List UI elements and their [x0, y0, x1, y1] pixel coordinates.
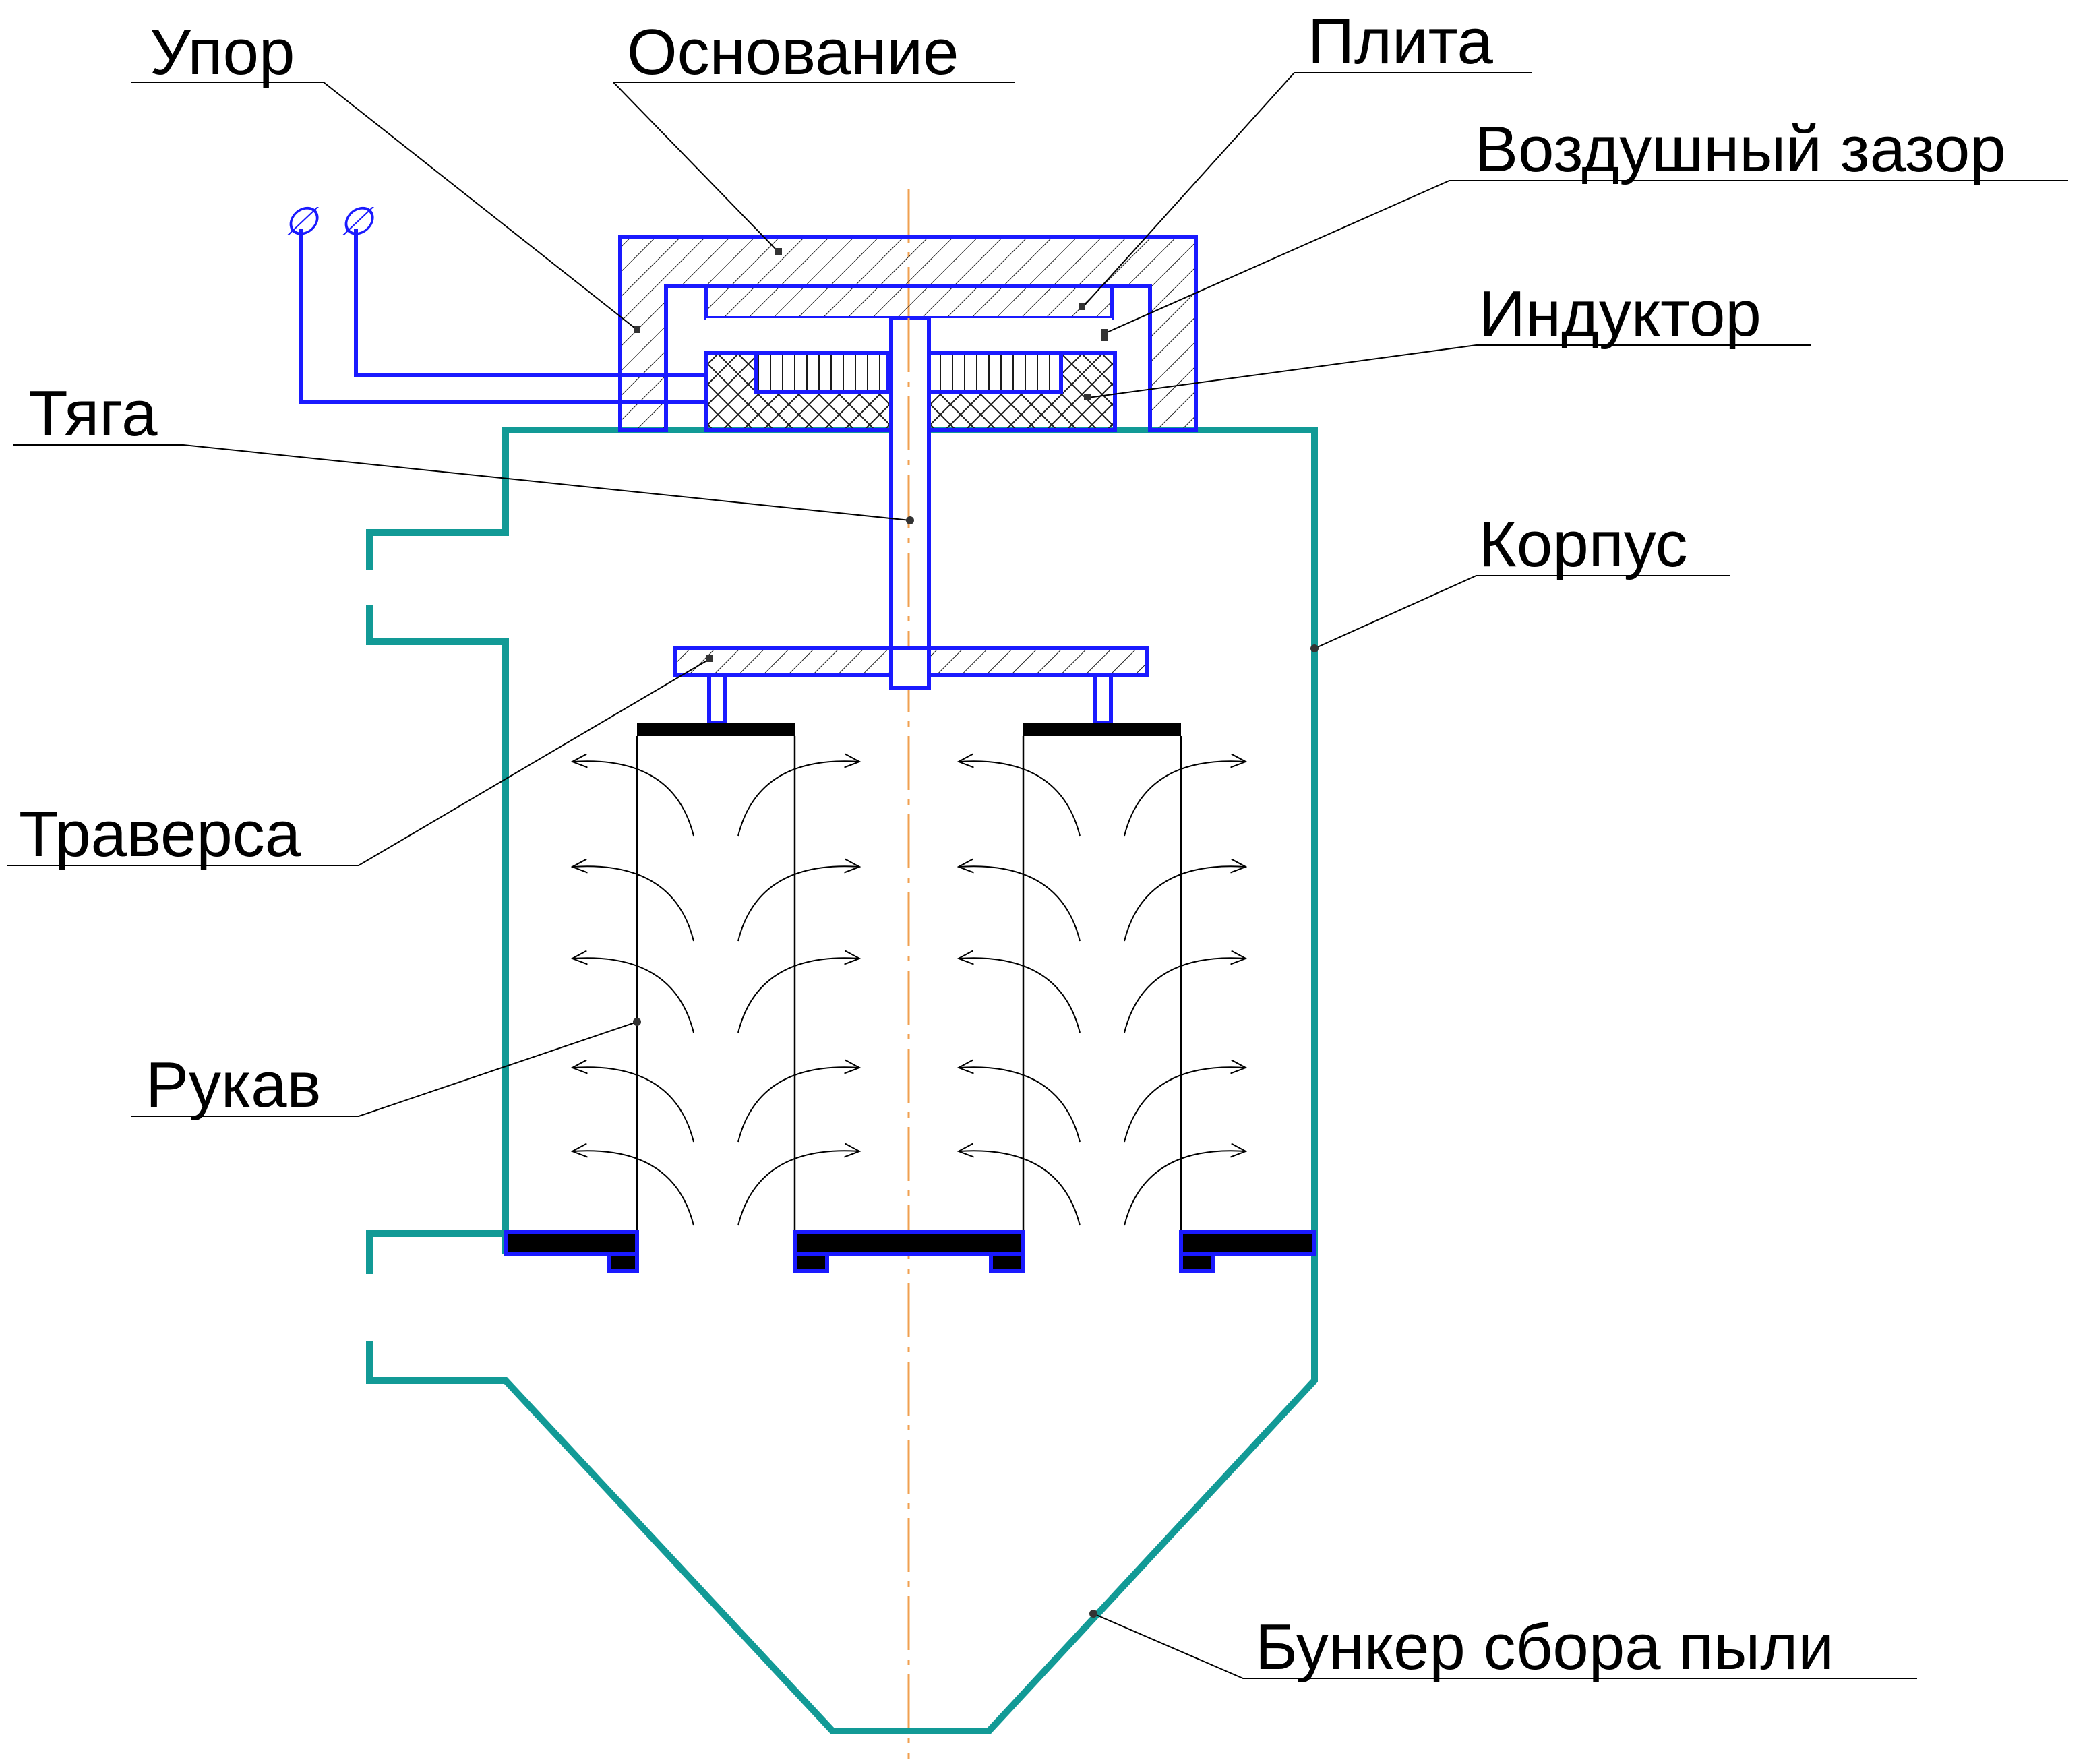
airflow-arrow: [572, 958, 694, 1033]
airflow-arrow: [737, 958, 859, 1033]
airflow-arrow: [1124, 761, 1246, 837]
tube-sheet-lug-2: [793, 1252, 829, 1273]
airflow-arrow: [737, 1151, 859, 1226]
label-upor: Упор: [150, 16, 295, 88]
airflow-arrow: [737, 1067, 859, 1143]
dot-traversa: [706, 655, 713, 662]
electromagnet-assembly: [299, 229, 1198, 725]
airflow-arrow: [1124, 958, 1246, 1033]
airflow-arrows: [572, 761, 1246, 1226]
leader-osnovanie-2: [613, 82, 779, 253]
airflow-arrow: [959, 1151, 1081, 1226]
housing-body: [366, 427, 1318, 1734]
tube-sheet-center: [793, 1230, 1025, 1256]
airflow-arrow: [1124, 866, 1246, 942]
leader-upor: [131, 82, 638, 331]
label-induktor: Индуктор: [1479, 278, 1761, 350]
leader-tyaga: [13, 444, 911, 521]
leader-rukav: [131, 1021, 638, 1117]
label-tyaga: Тяга: [28, 377, 158, 450]
dot-induktor-2: [1101, 334, 1108, 341]
traverse-hub: [889, 646, 931, 690]
hanger-right: [1093, 673, 1113, 725]
leader-zazor-2: [1105, 180, 1450, 334]
dot-induktor: [1084, 394, 1091, 400]
airflow-arrow: [959, 866, 1081, 942]
leader-bunker: [1093, 1613, 1917, 1679]
airflow-arrow: [572, 1151, 694, 1226]
magnetic-plate: [704, 284, 1114, 320]
leader-lines: [7, 72, 2068, 1679]
inductor-coil-right-winding: [931, 355, 1059, 390]
dot-tyaga: [906, 516, 914, 524]
airflow-arrow: [1124, 1067, 1246, 1143]
airflow-arrow: [737, 761, 859, 837]
sleeve-right-cap: [1023, 723, 1181, 736]
tube-sheet-lug-3: [989, 1252, 1025, 1273]
airflow-arrow: [959, 1067, 1081, 1143]
dot-rukav: [633, 1018, 641, 1026]
leader-plita-2: [1082, 72, 1295, 308]
label-osnovanie: Основание: [627, 16, 959, 88]
airflow-arrow: [959, 761, 1081, 837]
airflow-arrow: [959, 958, 1081, 1033]
label-korpus: Корпус: [1479, 508, 1688, 580]
label-traversa: Траверса: [19, 798, 301, 870]
terminal-symbol-left: ∅: [284, 200, 320, 243]
dot-zazor: [1101, 329, 1108, 336]
label-plita: Плита: [1308, 5, 1494, 78]
airflow-arrow: [572, 866, 694, 942]
leader-traversa: [7, 659, 710, 866]
terminal-symbol-right: ∅: [339, 200, 375, 243]
airflow-arrow: [572, 1067, 694, 1143]
dot-korpus: [1310, 644, 1319, 652]
tube-sheet: [504, 1230, 1316, 1273]
lead-wire-inner: [354, 229, 706, 377]
airflow-arrow: [737, 866, 859, 942]
label-rukav: Рукав: [146, 1049, 322, 1121]
dot-plita: [1079, 303, 1085, 310]
lead-wire-outer: [299, 229, 706, 404]
label-bunker: Бункер сбора пыли: [1255, 1611, 1834, 1683]
inductor-coil-left-winding: [758, 355, 886, 390]
label-vozdushny-zazor: Воздушный зазор: [1475, 113, 2006, 185]
dot-upor: [634, 326, 640, 333]
airflow-arrow: [572, 761, 694, 837]
leader-dots: [633, 248, 1319, 1618]
leader-korpus: [1314, 575, 1730, 649]
leader-induktor-2: [1087, 344, 1477, 398]
tube-sheet-right: [1179, 1230, 1316, 1256]
tube-sheet-lug-4: [1179, 1252, 1215, 1273]
tube-sheet-left: [504, 1230, 639, 1256]
dot-osnovanie: [775, 248, 782, 255]
airflow-arrow: [1124, 1151, 1246, 1226]
sleeve-left-cap: [637, 723, 795, 736]
rod: [889, 316, 931, 690]
dot-bunker: [1089, 1610, 1097, 1618]
filter-sleeves: [636, 723, 1182, 1232]
tube-sheet-lug-1: [607, 1252, 639, 1273]
hanger-left: [707, 673, 727, 725]
